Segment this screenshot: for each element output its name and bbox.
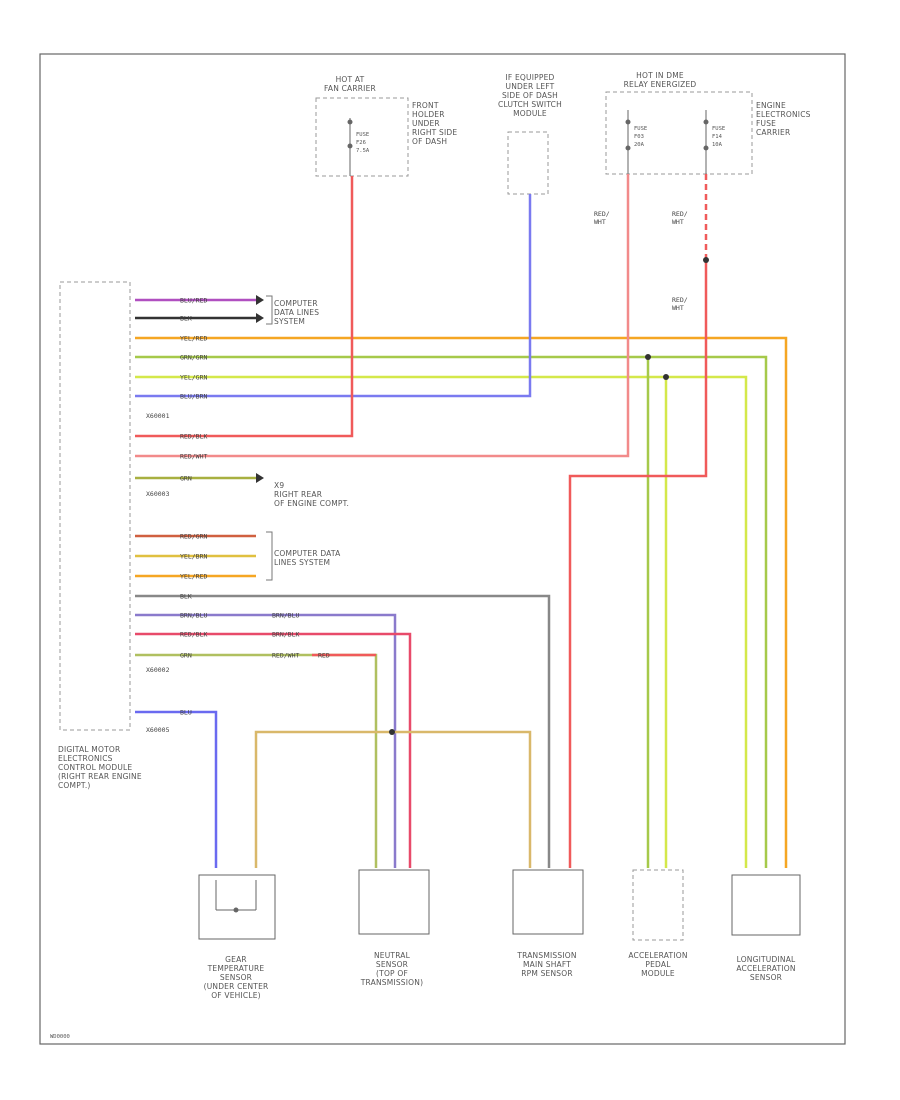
wire-yel-red-top xyxy=(135,336,788,868)
wire-grn-grn xyxy=(135,355,768,868)
long-accel-sensor-box xyxy=(731,874,801,936)
splice-dots xyxy=(389,257,709,735)
gear-temp-sensor-box xyxy=(198,874,276,940)
wire-tan-loop xyxy=(254,730,532,868)
wire-label-w2: BLK xyxy=(180,315,192,323)
wire-label-w16: BRN/BLK xyxy=(272,631,299,639)
wire-label-w17: BRN/BLU xyxy=(272,612,299,620)
wire-label-w12: YEL/RED xyxy=(180,573,207,581)
wire-label-w7: RED/BLK xyxy=(180,433,207,441)
neutral-sensor-box xyxy=(358,869,430,935)
wire-red-blk-f26 xyxy=(135,176,354,438)
wire-label-w14: BRN/BLU xyxy=(180,612,207,620)
wire-red-wht-f14-b xyxy=(568,260,708,868)
dme-module-box xyxy=(59,281,131,731)
label-red-wht-2: RED/WHT xyxy=(672,210,688,226)
wire-label-w4: GRN/GRN xyxy=(180,354,207,362)
wire-red-wht-f03 xyxy=(135,174,630,458)
gear-temp-internal-icon xyxy=(215,880,257,913)
label-x60001: X60001 xyxy=(146,412,170,420)
wire-label-w10: RED/GRN xyxy=(180,533,207,541)
wire-label-w13: BLK xyxy=(180,593,192,601)
clutch-switch-box xyxy=(507,131,549,195)
fuse-f14-icon xyxy=(703,110,709,174)
wire-label-w3: YEL/RED xyxy=(180,335,207,343)
dme-relay-fuse-box xyxy=(605,91,753,175)
wire-blu-gear xyxy=(135,710,218,868)
label-x60003: X60003 xyxy=(146,490,170,498)
accel-pedal-box xyxy=(632,869,684,941)
front-holder-box xyxy=(315,97,409,177)
wire-label-w9: GRN xyxy=(180,475,192,483)
label-corner-code: WD0000 xyxy=(50,1034,70,1040)
label-red-wht-3: RED/WHT xyxy=(672,296,688,312)
wire-yel-grn xyxy=(135,375,748,868)
label-red-wht-1: RED/WHT xyxy=(594,210,610,226)
wire-label-w19: GRN xyxy=(180,652,192,660)
wire-label-w5: YEL/GRN xyxy=(180,374,207,382)
wire-label-w6: BLU/BRN xyxy=(180,393,207,401)
wire-label-w21: BLU xyxy=(180,709,192,717)
wire-label-w11: YEL/BRN xyxy=(180,553,207,561)
label-x60002: X60002 xyxy=(146,666,170,674)
label-x60005: X60005 xyxy=(146,726,170,734)
wire-blk-low xyxy=(135,594,551,868)
fuse-f26-icon xyxy=(347,118,353,176)
arrow-heads xyxy=(256,295,264,483)
wire-label-w1: BLU/RED xyxy=(180,297,207,305)
wire-blu-brn xyxy=(135,194,532,398)
wire-label-w8: RED/WHT xyxy=(180,453,207,461)
wire-brn-blu xyxy=(135,613,397,868)
wire-red-blk-low xyxy=(135,632,412,868)
wire-label-w20: RED xyxy=(318,652,330,660)
fuse-f03-icon xyxy=(625,110,631,174)
brackets xyxy=(266,295,273,581)
wires xyxy=(135,174,788,868)
trans-rpm-sensor-box xyxy=(512,869,584,935)
diagram-frame xyxy=(39,53,846,1045)
wire-label-w15: RED/BLK xyxy=(180,631,207,639)
wire-label-w18: RED/WHT xyxy=(272,652,299,660)
